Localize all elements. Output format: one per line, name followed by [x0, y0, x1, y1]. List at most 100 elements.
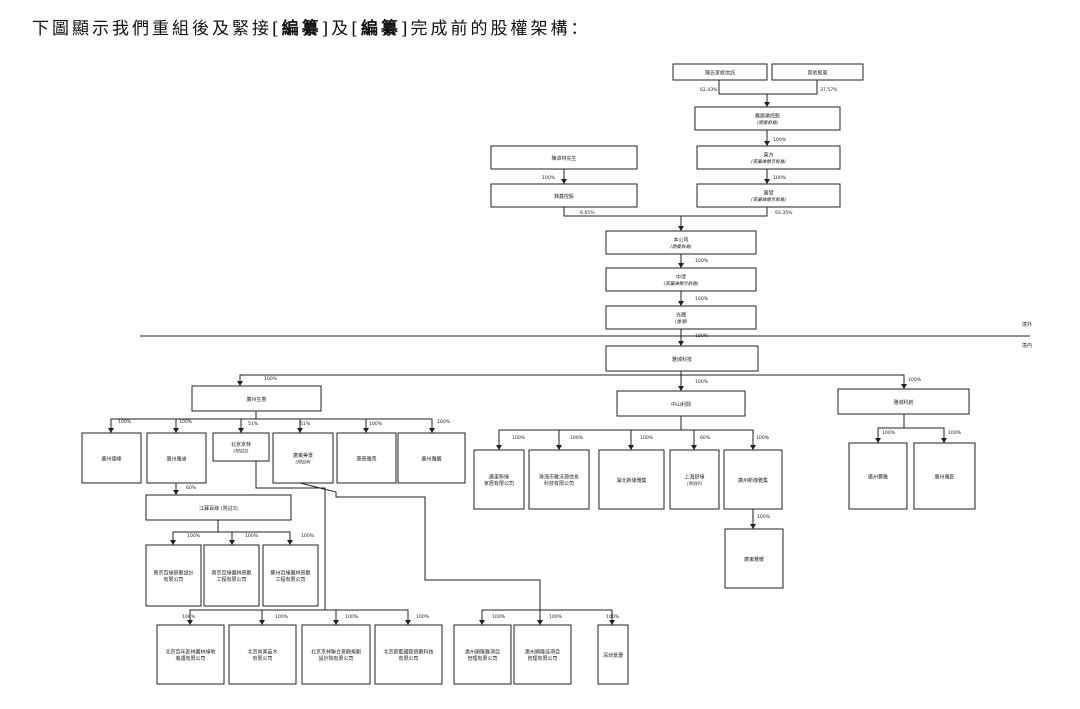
entity-rect: [913, 442, 976, 510]
entity-label: 有限公司: [398, 655, 418, 662]
arrowhead: [173, 490, 179, 495]
arrowhead: [429, 428, 435, 433]
entity-rect: [616, 390, 746, 417]
entity-box-k2: 廣州雅匠: [913, 442, 976, 510]
entity-boxes: 陳氏家族信託其他股東雅居樂控股(開曼群島)東方(英屬維爾京群島)陳卓林先生廣發(…: [81, 63, 976, 685]
arrowhead: [764, 141, 770, 146]
entity-label: 養護有限公司: [175, 655, 205, 662]
arrowhead: [628, 445, 634, 450]
entity-label: 廣州雅匠: [934, 473, 954, 480]
onshore-label: 境內: [1022, 342, 1032, 349]
entity-rect: [490, 183, 638, 208]
entity-rect: [453, 624, 512, 685]
arrowhead: [333, 620, 339, 625]
percent-label: 93.35%: [775, 210, 793, 216]
entity-rect: [145, 544, 202, 607]
heading-suffix: ]完成前的股權架構：: [400, 19, 591, 39]
arrowhead: [678, 386, 684, 391]
arrowhead: [609, 620, 615, 625]
entity-box-b_ms: 陳氏家族信託: [672, 63, 768, 81]
entity-label: 本公司: [673, 237, 688, 244]
arrowhead: [238, 428, 244, 433]
entity-label: 東方: [763, 152, 773, 159]
entity-box-g1: 廣州德峰: [81, 432, 142, 484]
entity-label: 鄭州百綠園林景觀: [270, 570, 310, 577]
entity-box-g4: 廣東美景(附註4): [272, 432, 334, 484]
entity-label: (香港): [675, 319, 688, 325]
percent-label: 100%: [369, 421, 383, 427]
entity-rect: [696, 183, 841, 208]
percent-label: 100%: [606, 614, 620, 620]
entity-label: 深圳景灘: [603, 652, 623, 659]
entity-box-g5: 華景雅苑: [336, 432, 397, 484]
percent-label: 100%: [773, 137, 787, 143]
entity-label: 廣東美景: [293, 452, 313, 459]
connector-line: [498, 416, 682, 450]
entity-label: 廣州豐雅: [868, 473, 888, 480]
entity-rect: [605, 305, 757, 330]
connector-line: [681, 207, 768, 217]
entity-label: 有限公司: [163, 576, 183, 583]
percent-label: 100%: [245, 533, 259, 539]
connector-line: [256, 418, 433, 433]
percent-label: 100%: [695, 296, 709, 302]
entity-label: 其他股東: [807, 69, 827, 76]
entity-rect: [262, 544, 319, 607]
percent-label: 51%: [248, 421, 259, 427]
connector-line: [239, 374, 681, 386]
arrowhead: [556, 445, 562, 450]
arrowhead: [496, 445, 502, 450]
heading-middle: ]及[: [321, 19, 361, 39]
entity-box-k1: 廣州豐雅: [848, 442, 908, 510]
connector-line: [563, 207, 682, 231]
heading-redacted-1: 編纂: [281, 19, 322, 39]
entity-label: 管理有限公司: [527, 655, 557, 662]
entity-rect: [81, 432, 142, 484]
arrowhead: [750, 445, 756, 450]
arrowhead: [173, 428, 179, 433]
entity-label: 雅居樂控股: [755, 113, 780, 120]
percent-label: 100%: [118, 419, 132, 425]
arrowhead: [875, 438, 881, 443]
entity-rect: [771, 63, 864, 81]
entity-rect: [605, 267, 757, 292]
entity-rect: [473, 449, 525, 510]
arrowhead: [405, 620, 411, 625]
entity-rect: [837, 388, 970, 415]
entity-rect: [723, 449, 783, 510]
entity-box-b_qt: 其他股東: [771, 63, 864, 81]
entity-label: 廣州雅迪: [166, 455, 186, 462]
entity-label: 鋒鑫控股: [554, 193, 574, 200]
entity-rect: [694, 106, 841, 131]
percent-label: 100%: [416, 614, 430, 620]
entity-label: 光輝: [676, 312, 686, 319]
connector-line: [877, 414, 905, 443]
arrowhead: [561, 179, 567, 184]
entity-rect: [336, 432, 397, 484]
entity-label: 江蘇百綠 (附註3): [199, 505, 238, 512]
percent-label: 100%: [492, 614, 506, 620]
arrowhead: [237, 381, 243, 386]
arrowhead: [479, 620, 485, 625]
entity-label: 陳氏家族信託: [705, 69, 735, 76]
entity-label: 中山利興: [671, 401, 691, 408]
entity-label: (附註4): [295, 460, 311, 466]
percent-label: 100%: [182, 614, 196, 620]
entity-label: 工程有限公司: [275, 576, 305, 583]
connector-line: [172, 520, 219, 545]
percent-label: 100%: [948, 430, 962, 436]
entity-rect: [397, 432, 466, 484]
entity-label: 惠州順隆雅項目: [465, 649, 500, 656]
percent-label: 100%: [773, 175, 787, 181]
entity-rect: [145, 494, 292, 521]
entity-label: 廣東新綠: [489, 474, 509, 481]
percent-label: 100%: [264, 376, 278, 382]
